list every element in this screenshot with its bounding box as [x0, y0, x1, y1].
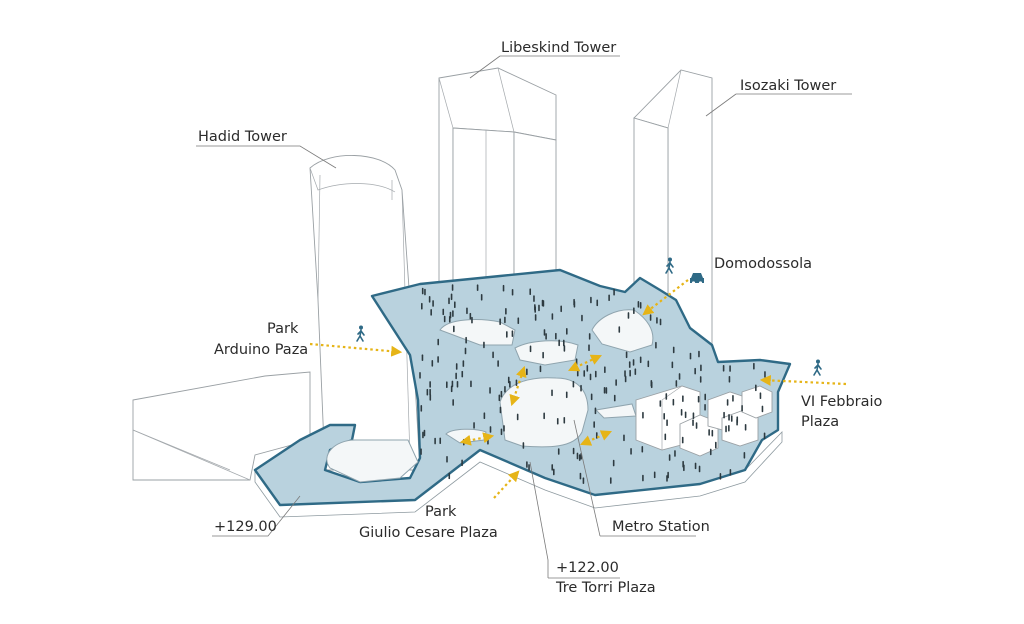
pedestrian-icon: [356, 325, 365, 342]
pedestrian-icon: [813, 359, 822, 376]
arrow-giulio-cesare: [493, 470, 520, 499]
label-park-arduino-1: Park: [267, 321, 299, 337]
label-park-arduino-2: Arduino Paza: [214, 342, 308, 358]
pedestrian-icon: [665, 257, 674, 274]
label-libeskind-tower: Libeskind Tower: [501, 40, 616, 56]
label-febbraio-2: Plaza: [801, 414, 839, 430]
label-level-122: +122.00: [556, 560, 619, 576]
car-icon: [690, 273, 704, 285]
leader-lines: [196, 55, 852, 579]
flow-arrows: [309, 279, 847, 499]
arrow-internal-1: [509, 365, 527, 407]
tre-torri-void: [499, 377, 589, 448]
label-domodossola: Domodossola: [714, 256, 812, 272]
hadid-plinth-void: [326, 439, 419, 483]
central-void: [514, 340, 579, 366]
label-hadid-tower: Hadid Tower: [198, 129, 287, 145]
label-tre-torri-plaza: Tre Torri Plaza: [555, 580, 656, 596]
arrow-domodossola: [642, 279, 689, 316]
label-level-129: +129.00: [214, 519, 277, 535]
domodossola-void: [591, 309, 654, 353]
pedestrian-crowd: [419, 284, 766, 484]
label-park-giulio-2: Giulio Cesare Plaza: [359, 525, 498, 541]
label-isozaki-tower: Isozaki Tower: [740, 78, 836, 94]
libeskind-base-void: [439, 319, 516, 346]
arrow-internal-2: [568, 354, 602, 372]
label-park-giulio-1: Park: [425, 504, 457, 520]
label-metro-station: Metro Station: [612, 519, 710, 535]
east-low-buildings: [635, 385, 773, 457]
label-febbraio-1: VI Febbraio: [801, 394, 883, 410]
hadid-base-building: [132, 371, 311, 481]
arrow-arduino: [309, 342, 403, 357]
